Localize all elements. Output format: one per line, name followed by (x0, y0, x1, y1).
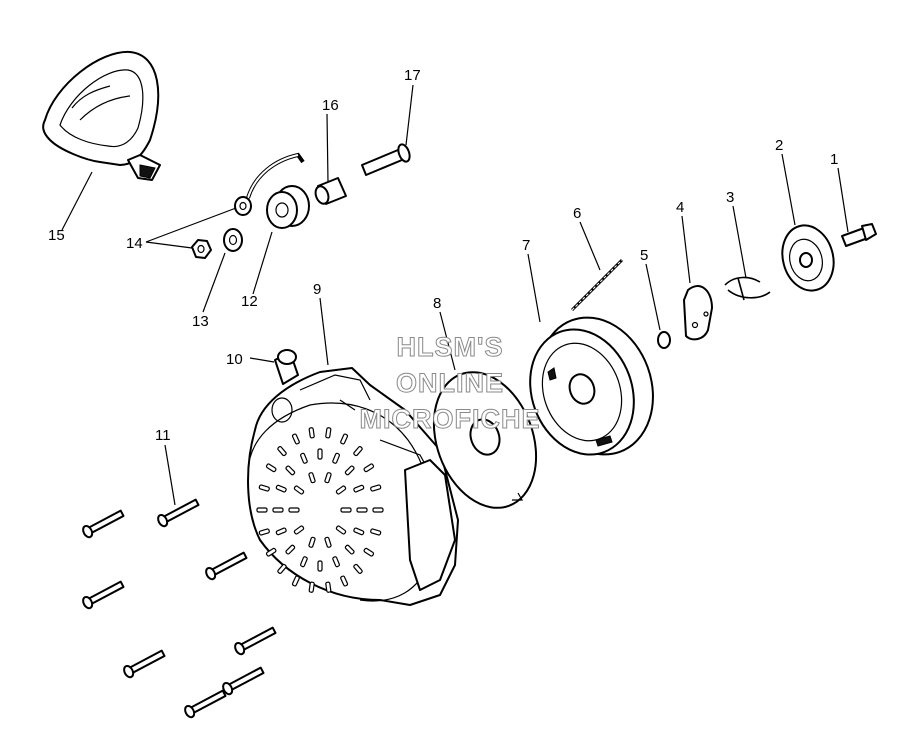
callout-9: 9 (313, 281, 321, 298)
vent-slot (308, 472, 316, 484)
callout-7: 7 (522, 237, 530, 254)
callout-4: 4 (676, 199, 684, 216)
part-8-plate (432, 371, 538, 509)
vent-slot (308, 581, 315, 593)
vent-slot (324, 536, 332, 548)
vent-slot (356, 507, 368, 513)
part-15-starter-handle (42, 50, 161, 181)
part-1-bolt (841, 223, 877, 247)
part-12-pulley (266, 185, 310, 229)
callout-16: 16 (322, 97, 339, 114)
vent-slot (332, 556, 341, 568)
part-4-pawl (683, 285, 713, 341)
screw (123, 649, 166, 679)
vent-slot (272, 507, 284, 513)
part-17-pin (361, 143, 411, 176)
part-9-starter-housing (247, 367, 459, 606)
screw (184, 689, 227, 719)
callout-5: 5 (640, 247, 648, 264)
screw (234, 626, 277, 656)
vent-slot (353, 563, 363, 574)
screw (82, 580, 125, 610)
part-6-rope (570, 258, 624, 312)
screw (157, 498, 200, 528)
vent-slot (308, 427, 315, 439)
callout-8: 8 (433, 295, 441, 312)
vent-slot (324, 472, 332, 484)
callout-13: 13 (192, 313, 209, 330)
part-3-spring (724, 276, 771, 301)
vent-slot (291, 575, 300, 587)
vent-slot (299, 556, 308, 568)
vent-slot (325, 581, 332, 593)
vent-slot (293, 485, 305, 495)
screw (82, 509, 125, 539)
vent-slot (258, 528, 270, 536)
vent-slot (335, 525, 347, 535)
part-7-reel (529, 316, 654, 456)
vent-slot (285, 544, 296, 555)
vent-slot (344, 544, 355, 555)
vent-slot (285, 465, 296, 476)
vent-slot (353, 484, 365, 493)
vent-slot (299, 452, 308, 464)
vent-slot (258, 484, 270, 492)
vent-slot (265, 463, 277, 473)
vent-slot (344, 465, 355, 476)
callout-11: 11 (155, 427, 171, 444)
screw (205, 551, 248, 581)
watermark-line-3: MICROFICHE (360, 404, 541, 434)
part-13-washer (223, 228, 243, 252)
vent-slot (293, 525, 305, 535)
watermark-line-2: ONLINE (396, 368, 504, 398)
callout-14: 14 (126, 235, 143, 252)
callout-17: 17 (404, 67, 421, 84)
vent-slot (291, 433, 300, 445)
vent-slot (275, 527, 287, 536)
callout-3: 3 (726, 189, 734, 206)
vent-slot (265, 547, 277, 557)
watermark-line-1: HLSM'S (397, 332, 504, 362)
leader-lines (61, 84, 849, 506)
vent-slot (353, 446, 363, 457)
vent-slot (277, 563, 287, 574)
part-5-clip (657, 331, 671, 349)
vent-slot (370, 484, 382, 492)
vent-slot (340, 575, 349, 587)
vent-slot (325, 427, 332, 439)
vent-slot (353, 527, 365, 536)
vent-slot (370, 528, 382, 536)
vent-slot (277, 446, 287, 457)
part-11-screws (82, 498, 277, 719)
callout-1: 1 (830, 151, 838, 168)
vent-slot (275, 484, 287, 493)
part-10-cap (274, 349, 299, 385)
vent-slot (340, 433, 349, 445)
vent-slot (332, 452, 341, 464)
callout-labels: 1 2 3 4 5 6 7 8 9 10 11 12 13 14 15 16 1… (48, 67, 838, 444)
vent-slot (363, 547, 375, 557)
callout-10: 10 (226, 351, 243, 368)
callout-15: 15 (48, 227, 65, 244)
part-14-spring-and-nut (191, 152, 305, 259)
vent-slot (372, 507, 384, 513)
watermark: HLSM'S ONLINE MICROFICHE (359, 332, 541, 435)
part-2-disk (781, 224, 835, 292)
callout-6: 6 (573, 205, 581, 222)
callout-2: 2 (775, 137, 783, 154)
vent-slot (308, 536, 316, 548)
screw (222, 666, 265, 696)
vent-slot (340, 507, 352, 513)
housing-vents (256, 427, 384, 593)
callout-12: 12 (241, 293, 258, 310)
vent-slot (256, 507, 268, 513)
part-16-sleeve (314, 177, 347, 205)
vent-slot (363, 463, 375, 473)
vent-slot (317, 560, 323, 572)
vent-slot (288, 507, 300, 513)
vent-slot (335, 485, 347, 495)
vent-slot (317, 448, 323, 460)
